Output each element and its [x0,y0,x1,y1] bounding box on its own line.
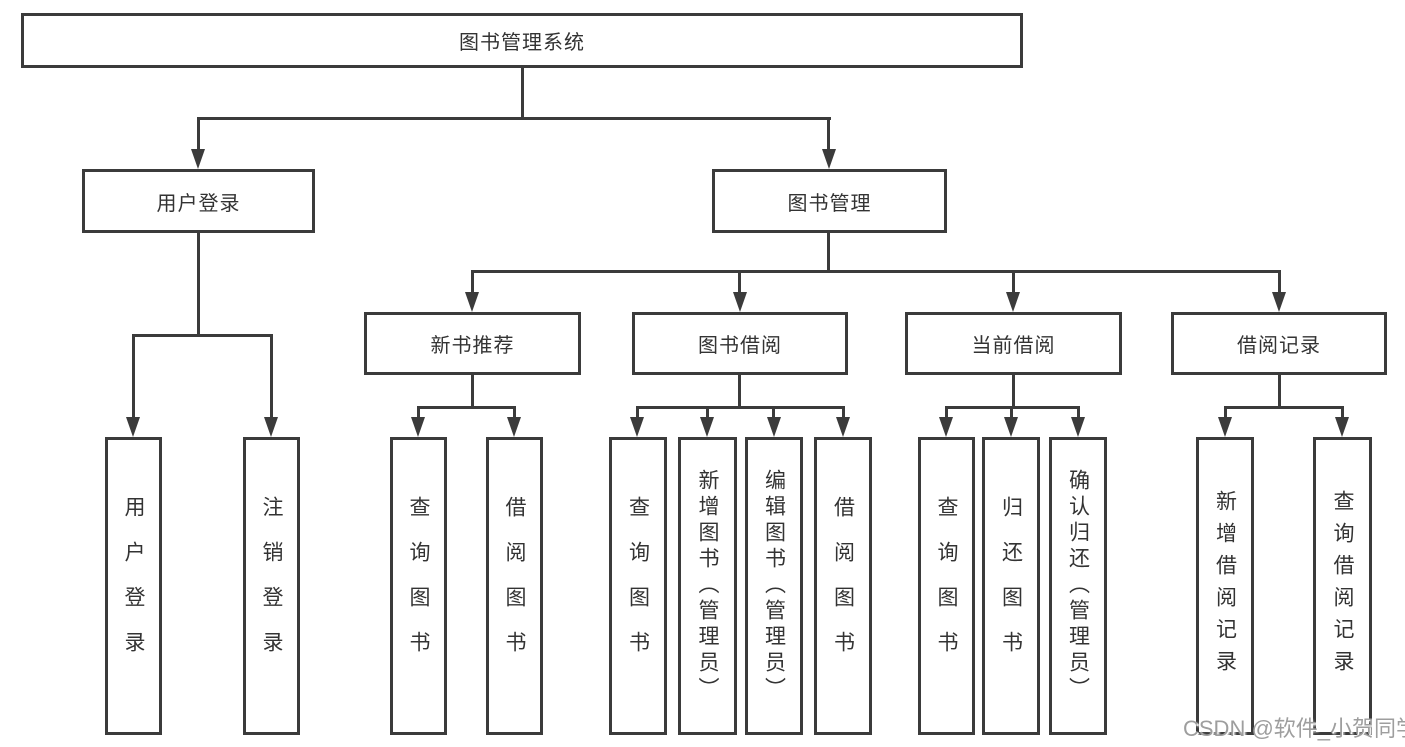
connector-line [738,375,741,409]
connector-line [521,68,524,120]
connector-line [1278,375,1281,409]
arrow-down-icon [767,417,781,437]
arrow-down-icon [939,417,953,437]
arrow-down-icon [1004,417,1018,437]
node-label: 查询图书 [935,496,958,676]
connector-line [132,334,135,419]
node-user-login: 用户登录 [82,169,315,233]
node-label: 新增图书（管理员） [696,469,719,703]
connector-line [471,270,474,295]
leaf-borrow-books-recommend: 借阅图书 [486,437,543,735]
connector-line [842,406,845,420]
connector-line [1012,375,1015,409]
node-label: 查询图书 [626,496,650,676]
arrow-down-icon [507,417,521,437]
arrow-down-icon [630,417,644,437]
connector-line [827,117,830,151]
leaf-edit-books-admin: 编辑图书（管理员） [745,437,803,735]
connector-line [1012,270,1015,295]
node-label: 用户登录 [156,192,241,215]
leaf-search-borrowing-record: 查询借阅记录 [1313,437,1372,735]
connector-line [197,233,200,337]
node-borrowing-records: 借阅记录 [1171,312,1387,375]
node-library-management-system: 图书管理系统 [21,13,1023,68]
arrow-down-icon [822,149,836,169]
node-label: 图书管理系统 [459,32,585,54]
node-book-borrowing: 图书借阅 [632,312,848,375]
connector-line [197,117,831,120]
node-current-borrowing: 当前借阅 [905,312,1122,375]
connector-line [772,406,775,420]
connector-line [1278,270,1281,295]
connector-line [1224,406,1344,409]
connector-line [417,406,516,409]
leaf-add-borrowing-record: 新增借阅记录 [1196,437,1254,735]
connector-line [417,406,420,420]
arrow-down-icon [1071,417,1085,437]
arrow-down-icon [733,292,747,312]
connector-line [706,406,709,420]
connector-line [132,334,273,337]
node-label: 用户登录 [122,496,145,676]
arrow-down-icon [836,417,850,437]
node-label: 归还图书 [999,496,1023,676]
leaf-user-login: 用户登录 [105,437,162,735]
leaf-search-books-recommend: 查询图书 [390,437,447,735]
connector-line [270,334,273,419]
connector-line [471,270,1281,273]
node-label: 查询借阅记录 [1331,490,1354,682]
connector-line [636,406,845,409]
arrow-down-icon [1335,417,1349,437]
connector-line [1010,406,1013,420]
leaf-search-books-current: 查询图书 [918,437,975,735]
node-label: 新增借阅记录 [1213,490,1237,682]
node-label: 确认归还（管理员） [1066,469,1090,703]
node-label: 借阅图书 [831,496,855,676]
connector-line [827,233,830,273]
arrow-down-icon [1218,417,1232,437]
node-book-management: 图书管理 [712,169,947,233]
node-label: 图书借阅 [698,335,782,357]
arrow-down-icon [126,417,140,437]
leaf-confirm-return-admin: 确认归还（管理员） [1049,437,1107,735]
arrow-down-icon [1006,292,1020,312]
node-label: 新书推荐 [430,335,515,357]
node-label: 编辑图书（管理员） [762,469,786,703]
connector-line [1341,406,1344,420]
arrow-down-icon [700,417,714,437]
csdn-watermark: CSDN @软件_小贺同学 [1183,716,1405,741]
connector-line [1077,406,1080,420]
connector-line [636,406,639,420]
node-new-book-recommendation: 新书推荐 [364,312,581,375]
arrow-down-icon [411,417,425,437]
node-label: 注销登录 [260,496,283,676]
leaf-logout: 注销登录 [243,437,300,735]
node-label: 查询图书 [407,496,430,676]
connector-line [945,406,948,420]
arrow-down-icon [191,149,205,169]
connector-line [1224,406,1227,420]
leaf-add-books-admin: 新增图书（管理员） [678,437,737,735]
connector-line [197,117,200,151]
arrow-down-icon [465,292,479,312]
leaf-search-books-borrowing: 查询图书 [609,437,667,735]
connector-line [471,375,474,409]
connector-line [738,270,741,295]
node-label: 借阅记录 [1237,335,1321,357]
leaf-return-books: 归还图书 [982,437,1040,735]
leaf-borrow-books: 借阅图书 [814,437,872,735]
node-label: 图书管理 [787,192,872,215]
connector-line [513,406,516,420]
arrow-down-icon [1272,292,1286,312]
node-label: 借阅图书 [503,496,526,676]
arrow-down-icon [264,417,278,437]
node-label: 当前借阅 [971,335,1056,357]
